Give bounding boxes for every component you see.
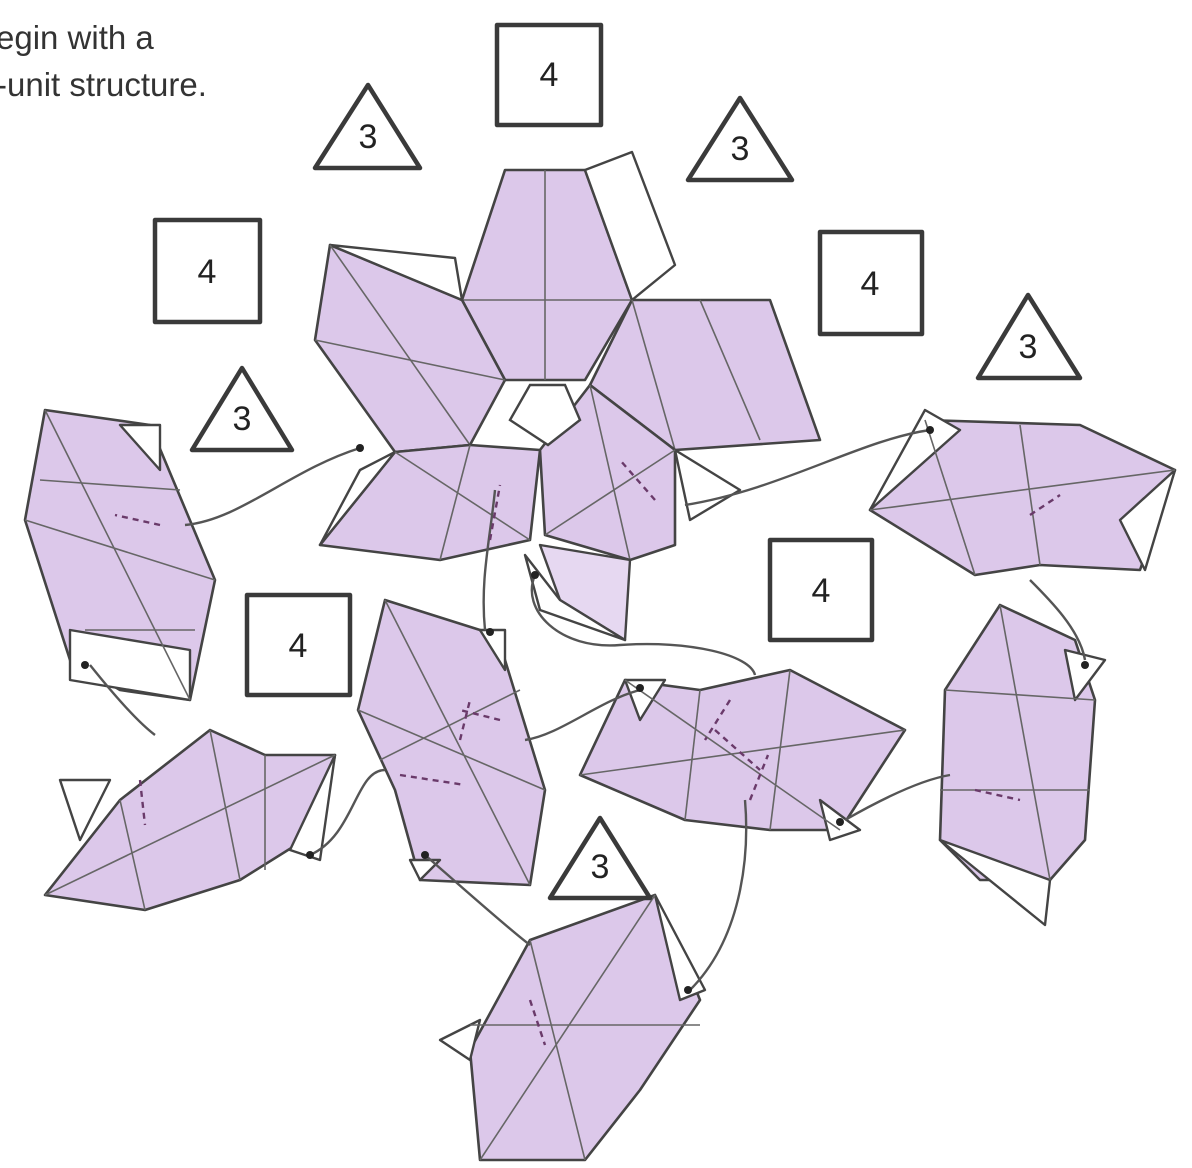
central-flower-unit xyxy=(315,152,820,640)
marker-label: 4 xyxy=(289,627,308,665)
marker-label: 4 xyxy=(861,265,880,303)
marker-label: 4 xyxy=(812,572,831,610)
right-lower-unit xyxy=(940,605,1105,925)
triangle-marker: 3 xyxy=(315,85,420,168)
square-marker: 4 xyxy=(820,232,922,334)
marker-label: 3 xyxy=(731,130,750,168)
triangle-marker: 3 xyxy=(978,295,1080,378)
marker-label: 3 xyxy=(591,848,610,886)
right-unit xyxy=(870,410,1175,575)
square-marker: 4 xyxy=(247,595,350,695)
marker-label: 3 xyxy=(233,400,252,438)
bottom-unit xyxy=(440,895,705,1160)
triangle-marker: 3 xyxy=(688,98,792,180)
center-left-unit xyxy=(358,600,545,885)
marker-label: 4 xyxy=(540,56,559,94)
square-marker: 4 xyxy=(155,220,260,322)
marker-label: 3 xyxy=(359,118,378,156)
triangle-marker: 3 xyxy=(550,818,650,898)
square-marker: 4 xyxy=(497,25,601,125)
marker-label: 4 xyxy=(198,253,217,291)
left-unit xyxy=(25,410,215,700)
marker-label: 3 xyxy=(1019,328,1038,366)
square-marker: 4 xyxy=(770,540,872,640)
lower-left-unit xyxy=(45,730,335,910)
triangle-marker: 3 xyxy=(192,368,292,450)
